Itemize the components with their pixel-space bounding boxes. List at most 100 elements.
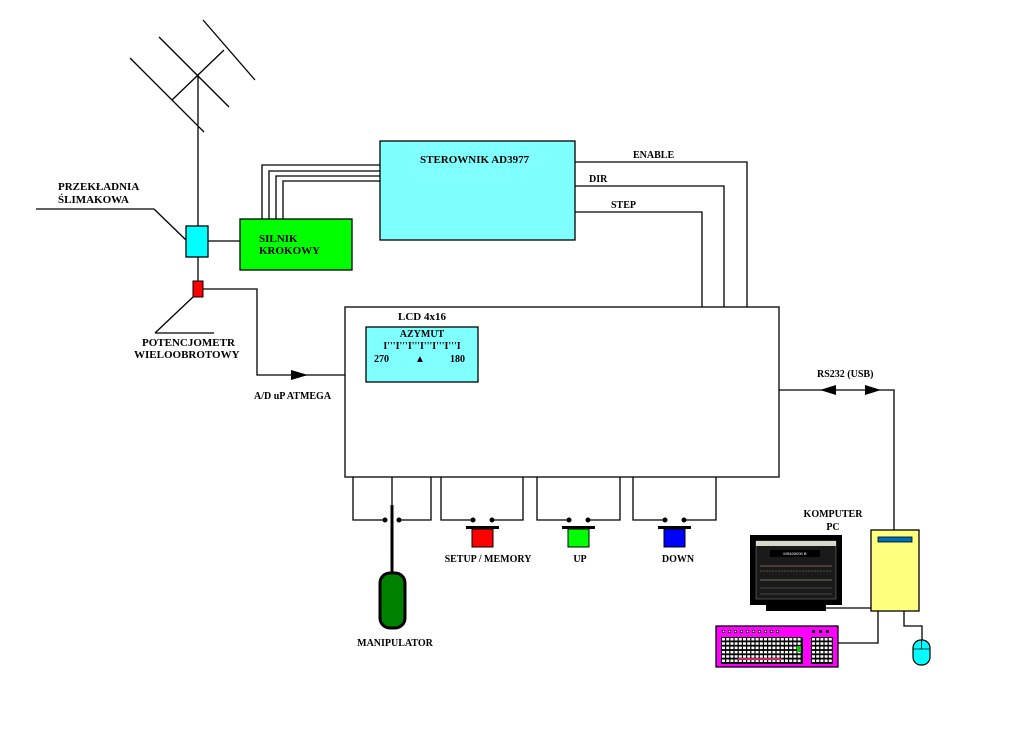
serial-line	[779, 389, 895, 530]
enable-line	[575, 161, 748, 307]
key	[738, 638, 742, 641]
key	[812, 638, 815, 641]
function-key-face	[776, 630, 779, 633]
key	[789, 650, 793, 654]
key	[764, 638, 767, 641]
function-key-face	[764, 630, 767, 633]
down-button[interactable]: DOWN	[632, 477, 717, 565]
arrow-right-icon	[291, 370, 308, 380]
key	[751, 650, 755, 654]
function-key-face	[746, 630, 749, 633]
key	[747, 659, 751, 662]
key	[768, 655, 772, 658]
key	[824, 642, 828, 645]
key	[734, 650, 738, 654]
key	[755, 642, 759, 645]
lcd-title: AZYMUT	[400, 329, 445, 340]
potentiometer-box	[192, 280, 204, 298]
key	[772, 650, 776, 654]
key	[785, 655, 788, 658]
key	[812, 655, 815, 658]
key	[776, 650, 780, 654]
function-key	[819, 630, 822, 633]
key	[730, 650, 734, 654]
key	[722, 655, 725, 658]
key	[747, 655, 751, 658]
key	[734, 642, 738, 645]
arrow-right-icon	[865, 385, 881, 395]
key	[726, 655, 730, 658]
key	[816, 642, 820, 645]
function-key-face	[770, 630, 773, 633]
key	[743, 650, 746, 654]
key	[816, 659, 820, 662]
key	[751, 655, 755, 658]
key	[824, 659, 828, 662]
key	[730, 642, 734, 645]
step-label: STEP	[611, 200, 636, 211]
pot-label-line2: WIELOOBROTOWY	[134, 349, 240, 361]
adc-label: A/D uP ATMEGA	[254, 391, 332, 402]
key	[755, 659, 759, 662]
key	[751, 642, 755, 645]
driver-label: STEROWNIK AD3977	[420, 154, 530, 166]
antenna-icon	[129, 19, 256, 226]
key	[824, 646, 828, 650]
key	[793, 659, 797, 662]
key	[768, 646, 772, 650]
stepper-motor-box	[239, 218, 353, 271]
key	[759, 659, 763, 662]
key	[828, 655, 832, 658]
key	[764, 642, 767, 645]
key	[820, 642, 824, 645]
key	[730, 659, 734, 662]
key	[722, 638, 725, 641]
down-label: DOWN	[662, 554, 695, 565]
step-line	[575, 211, 703, 307]
arrow-left-icon	[820, 385, 836, 395]
key	[738, 646, 742, 650]
worm-gear: PRZEKŁADNIA ŚLIMAKOWA	[36, 181, 209, 258]
key	[726, 650, 730, 654]
key	[816, 646, 820, 650]
key	[793, 650, 797, 654]
key	[785, 659, 788, 662]
key	[797, 650, 801, 654]
key	[759, 655, 763, 658]
key	[722, 650, 725, 654]
up-button[interactable]: UP	[536, 477, 621, 565]
key	[755, 655, 759, 658]
key	[780, 659, 784, 662]
manipulator-handle-icon[interactable]	[378, 571, 407, 630]
key	[722, 659, 725, 662]
dir-label: DIR	[589, 174, 608, 185]
key	[780, 642, 784, 645]
key	[772, 659, 776, 662]
mouse-cable	[903, 611, 923, 640]
key	[797, 638, 801, 641]
key	[780, 638, 784, 641]
key	[793, 638, 797, 641]
key	[751, 659, 755, 662]
key	[780, 650, 784, 654]
function-key	[826, 630, 829, 633]
key	[734, 646, 738, 650]
key	[789, 638, 793, 641]
key	[751, 638, 755, 641]
key	[816, 650, 820, 654]
function-key-face	[740, 630, 743, 633]
setup-memory-button[interactable]: SETUP / MEMORY	[440, 477, 533, 565]
lcd-screen	[365, 326, 479, 383]
stepper-motor: SILNIK KROKOWY	[239, 218, 353, 271]
key	[764, 659, 767, 662]
key	[734, 638, 738, 641]
key	[772, 646, 776, 650]
keyboard-icon	[715, 625, 839, 668]
key	[738, 659, 742, 662]
driver-box	[379, 140, 576, 241]
key	[743, 659, 746, 662]
pot-pointer-diag	[154, 296, 194, 334]
setup-label: SETUP / MEMORY	[445, 554, 533, 565]
key	[828, 650, 832, 654]
lcd-display: AZYMUT I'''I'''I'''I'''I'''I'''I 270 ▲ 1…	[365, 326, 479, 383]
